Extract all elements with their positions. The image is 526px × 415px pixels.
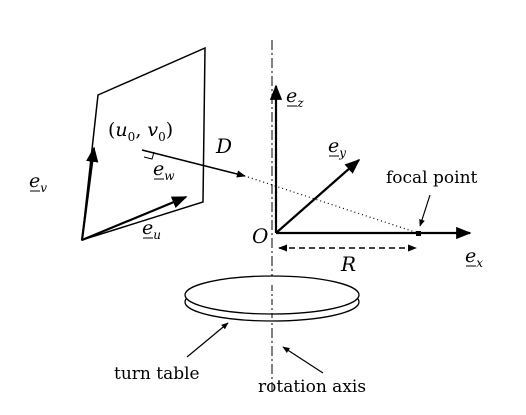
focal-point-dot — [416, 231, 421, 236]
rotation-axis-label: rotation axis — [258, 377, 366, 397]
eu-label: eu — [142, 217, 161, 242]
d-label: D — [215, 134, 232, 158]
origin-label: O — [252, 224, 268, 248]
ex-label: ex — [465, 245, 483, 270]
focal-point-pointer — [419, 194, 431, 227]
ez-label: ez — [286, 85, 304, 110]
ew-label: ew — [153, 158, 175, 183]
rotation-axis-pointer — [282, 346, 324, 374]
ev-label: ev — [29, 170, 47, 195]
ey-label: ey — [328, 135, 346, 160]
focal-point-label: focal point — [386, 168, 478, 188]
eu-vector — [81, 195, 188, 242]
u0v0-label: (u0, v0) — [108, 119, 173, 144]
ev-vector — [80, 146, 99, 241]
ey-axis — [275, 158, 361, 234]
turn-table-label: turn table — [114, 364, 200, 384]
detector-plane — [81, 46, 206, 242]
right-angle-marker — [143, 151, 155, 160]
r-label: R — [340, 252, 356, 276]
d-ray — [141, 149, 246, 178]
turn-table-pointer — [186, 322, 229, 358]
